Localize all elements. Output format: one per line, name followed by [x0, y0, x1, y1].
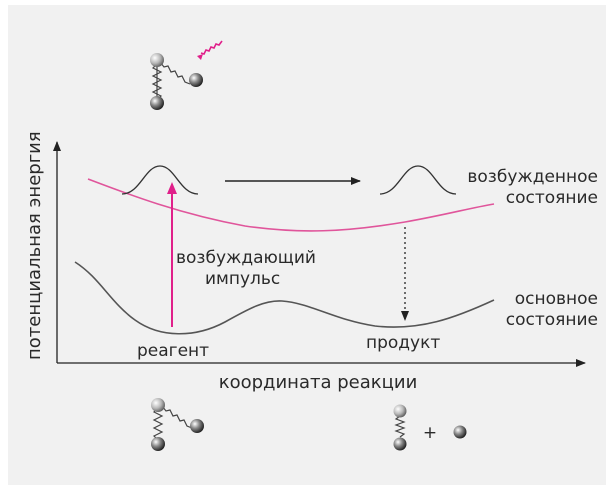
- reagent-label: реагент: [137, 341, 209, 361]
- molecule-reagent-icon: [151, 398, 204, 451]
- molecule-excited-icon: [150, 53, 203, 110]
- excited-state-label-2: состояние: [506, 188, 598, 208]
- wave-packet-left: [121, 165, 199, 195]
- molecule-product-icon: [393, 404, 467, 451]
- product-label: продукт: [366, 333, 440, 353]
- photon-wave-icon: [197, 40, 223, 60]
- ground-state-label-1: основное: [515, 289, 598, 309]
- pulse-label-2: импульс: [205, 269, 280, 289]
- excited-state-label-1: возбужденное: [467, 167, 598, 187]
- excited-state-curve: [87, 178, 495, 232]
- ground-state-label-2: состояние: [506, 310, 598, 330]
- ground-state-curve: [74, 261, 495, 335]
- x-axis-label: координата реакции: [219, 372, 418, 393]
- diagram-panel: [8, 5, 606, 485]
- plus-sign: +: [423, 423, 437, 443]
- wave-packet-right: [379, 165, 457, 195]
- pulse-label-1: возбуждающий: [176, 248, 316, 268]
- y-axis-label: потенциальная энергия: [24, 131, 45, 360]
